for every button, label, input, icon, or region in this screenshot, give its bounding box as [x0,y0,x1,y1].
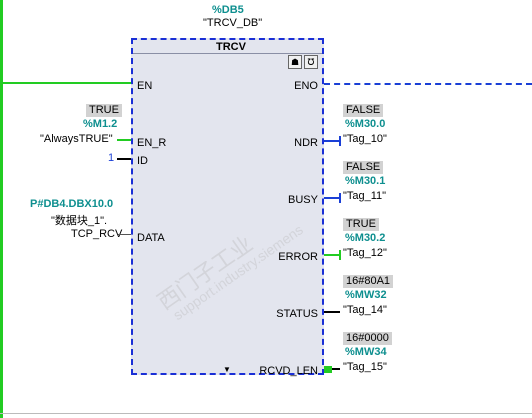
pin-ndr: NDR [294,137,318,149]
bottom-divider [0,413,532,414]
busy-tag[interactable]: "Tag_11" [343,190,387,202]
error-address: %M30.2 [345,232,386,244]
error-coil-mark [339,250,341,260]
id-wire [117,158,131,160]
ndr-value: FALSE [343,104,384,117]
rcvd-len-address: %MW34 [345,346,387,358]
instance-db-name: "TRCV_DB" [203,17,263,29]
data-tag-line2[interactable]: TCP_RCV [71,228,123,240]
pin-rcvd-len: RCVD_LEN [259,365,318,377]
block-header-divider [133,53,322,54]
busy-address: %M30.1 [345,175,386,187]
busy-wire [324,197,340,199]
error-tag[interactable]: "Tag_12" [343,247,387,259]
rcvd-len-value: 16#0000 [343,332,392,345]
en-r-tag[interactable]: "AlwaysTRUE" [40,133,113,145]
ndr-address: %M30.0 [345,118,386,130]
pin-busy: BUSY [288,194,318,206]
status-wire [324,311,340,313]
busy-value: FALSE [343,161,384,174]
ndr-coil-mark [339,136,341,146]
pin-en: EN [137,80,153,92]
error-wire [324,254,340,256]
instance-db-address: %DB5 [212,4,244,16]
ndr-wire [324,140,340,142]
status-tag[interactable]: "Tag_14" [343,304,387,316]
trcv-block[interactable]: TRCV ☗ ℧ EN EN_R ID DATA ENO NDR BUSY ER… [131,38,324,377]
status-address: %MW32 [345,289,387,301]
pin-eno: ENO [294,80,318,92]
expand-arrow-icon[interactable]: ▼ [223,365,231,374]
rcvd-len-tag[interactable]: "Tag_15" [343,361,387,373]
stethoscope-icon[interactable]: ℧ [304,55,318,69]
error-value: TRUE [343,218,379,231]
eno-wire [324,83,532,85]
rcvd-len-wire-marker [324,366,332,373]
en-r-wire [117,139,131,141]
id-value[interactable]: 1 [108,152,115,164]
pin-error: ERROR [278,251,318,263]
pin-status: STATUS [276,308,318,320]
pin-data: DATA [137,232,165,244]
en-r-value: TRUE [86,104,122,117]
data-tag-line1[interactable]: "数据块_1". [51,215,108,227]
rcvd-len-wire [332,368,340,370]
block-title: TRCV [216,41,246,53]
status-value: 16#80A1 [343,275,394,288]
mailbox-icon[interactable]: ☗ [288,55,302,69]
pin-en-r: EN_R [137,137,167,149]
en-r-address: %M1.2 [83,118,118,130]
ndr-tag[interactable]: "Tag_10" [343,133,387,145]
en-wire [3,82,131,84]
pin-id: ID [137,155,148,167]
busy-coil-mark [339,193,341,203]
data-address: P#DB4.DBX10.0 [30,198,114,210]
power-rail [0,0,3,418]
data-wire [118,234,131,235]
